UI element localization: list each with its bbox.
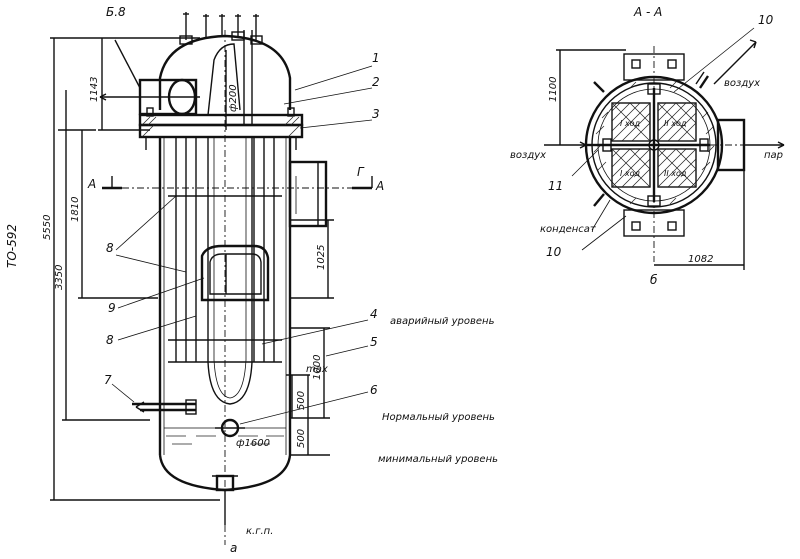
inner-u-tube	[207, 137, 253, 405]
callout-8-lower: 8	[106, 333, 114, 347]
dim-level-500a: 500	[296, 391, 307, 410]
dim-nozzle: 1025	[316, 245, 327, 270]
dim-top: 1143	[89, 77, 100, 102]
callout-8-upper: 8	[106, 241, 114, 255]
separator-box	[200, 244, 270, 302]
callout-b8: Б.8	[106, 5, 126, 19]
inlet-pipe-7	[132, 399, 197, 415]
section-title: А - А	[633, 5, 662, 19]
label-hod-1: I ход	[620, 119, 641, 128]
dim-level-500b: 500	[296, 429, 307, 448]
steam-outlet-nozzle	[288, 160, 328, 228]
dim-max: max	[306, 364, 328, 375]
dim-total-height: 5550	[42, 215, 53, 240]
label-hod-3: I ход	[620, 169, 641, 178]
callout-9: 9	[108, 301, 116, 315]
tube-bundle	[168, 137, 282, 363]
section-view	[544, 27, 785, 270]
drain-label: к.г.п.	[246, 526, 273, 537]
dim-mid: 1810	[70, 197, 81, 222]
label-normal-level: Нормальный уровень	[382, 412, 495, 423]
callout-10-bottom: 10	[546, 245, 562, 259]
vessel-elevation	[99, 12, 328, 545]
callout-7: 7	[104, 373, 112, 387]
label-hod-2: II ход	[664, 119, 687, 128]
view-arrow-g: Г	[357, 165, 365, 179]
callout-6: 6	[370, 383, 378, 397]
dim-section-1100: 1100	[548, 77, 559, 102]
callout-5: 5	[370, 335, 378, 349]
label-steam: пар	[764, 150, 783, 161]
callout-10-top: 10	[758, 13, 774, 27]
view-letter-bottom: а	[230, 541, 237, 555]
callout-4: 4	[370, 307, 378, 321]
level-gauge	[215, 418, 245, 438]
dim-lower-height: 3350	[54, 265, 65, 290]
label-air-right: воздух	[724, 78, 760, 89]
section-cut-marks	[102, 176, 373, 190]
label-min-level: минимальный уровень	[378, 454, 498, 465]
leader-lines	[111, 39, 373, 425]
label-condensate: конденсат	[540, 224, 597, 235]
document-code: ТО-592	[5, 224, 19, 268]
section-mark-right: А	[375, 179, 384, 193]
callout-11: 11	[548, 179, 563, 193]
callout-1: 1	[372, 51, 380, 65]
section-mark-left: А	[87, 177, 96, 191]
label-air-left: воздух	[510, 150, 546, 161]
label-emergency-level: аварийный уровень	[390, 316, 495, 327]
label-hod-4: II ход	[664, 169, 687, 178]
callout-3: 3	[372, 107, 380, 121]
view-letter-section: б	[650, 273, 658, 287]
dim-section-1082: 1082	[688, 254, 713, 265]
dim-tube: ф200	[228, 84, 239, 112]
dim-level-1000: 1000	[312, 355, 323, 380]
dim-diameter: ф1600	[236, 438, 270, 449]
callout-2: 2	[372, 75, 380, 89]
main-flange	[138, 107, 304, 150]
inlet-nozzle-b8	[99, 78, 200, 116]
